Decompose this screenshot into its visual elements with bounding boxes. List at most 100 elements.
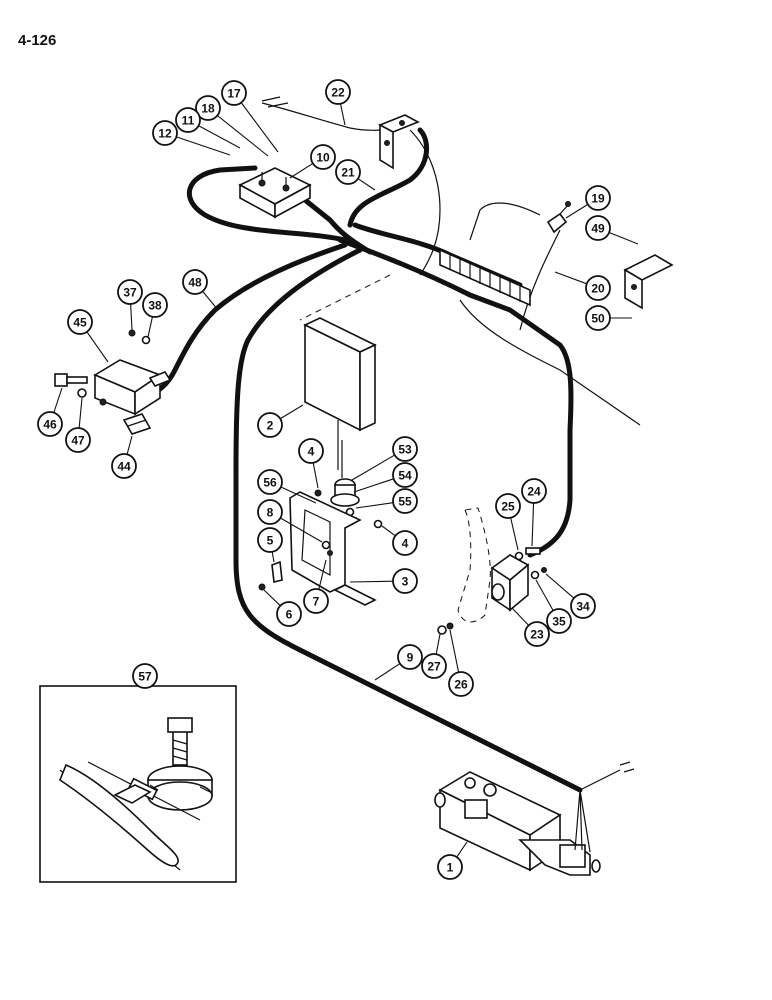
callout-circle (132, 663, 158, 689)
callout-57: 57 (132, 663, 158, 689)
washer-47 (77, 388, 87, 398)
callout-number: 50 (591, 312, 605, 326)
callout-leader (217, 115, 269, 157)
callout-number: 48 (188, 276, 202, 290)
callout-number: 4 (308, 445, 315, 459)
callout-24: 24 (521, 478, 547, 547)
rheostat-53 (330, 440, 360, 507)
callout-circle (276, 601, 302, 627)
callout-circle (521, 478, 547, 504)
panel-2 (303, 317, 377, 470)
callout-circle (257, 469, 283, 495)
callout-number: 9 (407, 651, 414, 665)
callout-4: 4 (381, 525, 418, 556)
callout-leader (531, 502, 535, 547)
callout-circle (142, 292, 168, 318)
callout-leader (565, 203, 589, 219)
callout-circle (495, 493, 521, 519)
callout-circle (585, 305, 611, 331)
callout-leader (353, 478, 394, 493)
callout-number: 46 (43, 418, 57, 432)
callout-circle (298, 438, 324, 464)
callout-11: 11 (175, 107, 241, 149)
callout-number: 37 (123, 286, 137, 300)
callout-leader (349, 580, 394, 583)
callout-1: 1 (437, 841, 468, 880)
callout-number: 26 (454, 678, 468, 692)
callout-circle (221, 80, 247, 106)
callout-22: 22 (325, 79, 351, 126)
callout-circle (585, 185, 611, 211)
module-45 (93, 359, 172, 416)
callout-48: 48 (182, 269, 219, 311)
callout-circle (448, 671, 474, 697)
callout-12: 12 (152, 120, 231, 156)
bracket-3 (289, 491, 377, 606)
callout-circle (570, 593, 596, 619)
callout-number: 23 (530, 628, 544, 642)
callout-44: 44 (111, 435, 137, 479)
callout-number: 44 (117, 460, 131, 474)
callout-leader (312, 462, 319, 489)
callout-number: 35 (552, 615, 566, 629)
callout-leader (126, 435, 133, 455)
callout-circle (392, 568, 418, 594)
callout-number: 20 (591, 282, 605, 296)
callout-circle (67, 309, 93, 335)
callout-number: 11 (182, 114, 195, 128)
callout-circle (175, 107, 201, 133)
callout-leader (456, 841, 468, 858)
callout-50: 50 (585, 305, 632, 331)
callout-number: 45 (73, 316, 87, 330)
callout-leader (240, 102, 279, 153)
clip-5 (271, 560, 283, 583)
callout-number: 55 (398, 495, 412, 509)
callout-circle (117, 279, 143, 305)
callout-49: 49 (585, 215, 639, 245)
callout-circle (195, 95, 221, 121)
callout-circle (546, 608, 572, 634)
bracket-top (378, 114, 420, 170)
callout-47: 47 (65, 397, 91, 453)
callout-circle (37, 411, 63, 437)
callout-25: 25 (495, 493, 521, 551)
callout-46: 46 (37, 387, 63, 437)
callout-7: 7 (303, 559, 329, 614)
bolt-46 (54, 373, 88, 387)
callout-circle (257, 412, 283, 438)
callout-5: 5 (257, 527, 283, 563)
callout-leader (318, 559, 327, 590)
callout-circle (325, 79, 351, 105)
callout-number: 34 (576, 600, 590, 614)
callout-number: 57 (138, 670, 152, 684)
callout-26: 26 (448, 629, 474, 697)
callout-number: 21 (341, 166, 355, 180)
callout-number: 17 (227, 87, 241, 101)
callout-leader (381, 525, 396, 537)
callout-number: 8 (267, 506, 274, 520)
callout-53: 53 (351, 436, 418, 481)
callout-leader (78, 397, 83, 429)
rheostat-kit (147, 717, 213, 811)
callout-38: 38 (142, 292, 168, 338)
callout-number: 38 (148, 299, 162, 313)
callout-number: 49 (591, 222, 605, 236)
pedal-outline (457, 507, 491, 623)
callout-circle (257, 499, 283, 525)
callout-19: 19 (565, 185, 611, 219)
callout-21: 21 (335, 159, 376, 191)
callout-45: 45 (67, 309, 109, 363)
callout-number: 4 (402, 537, 409, 551)
callout-number: 27 (427, 660, 441, 674)
callout-leader (53, 387, 63, 413)
callout-leader (176, 136, 231, 156)
callout-leader (86, 331, 109, 363)
callout-leader (511, 607, 530, 626)
callout-number: 53 (398, 443, 412, 457)
callout-4: 4 (298, 438, 324, 489)
callout-17: 17 (221, 80, 279, 153)
callout-leader (280, 517, 323, 543)
callout-circle (111, 453, 137, 479)
